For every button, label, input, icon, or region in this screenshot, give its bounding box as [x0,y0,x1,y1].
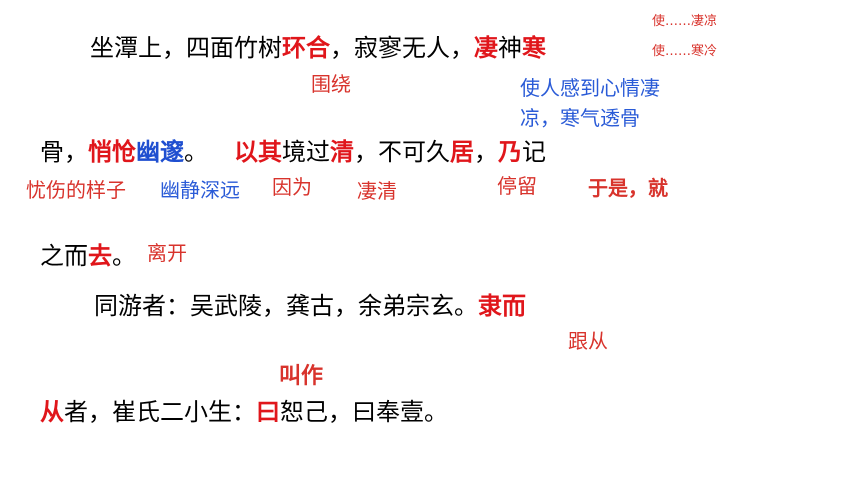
text-segment: 者，崔氏二小生： [64,398,256,426]
text-segment: 。 [112,242,136,270]
text-segment: ，不可久 [354,138,450,166]
note-qihan-line1: 使人感到心情凄 [520,76,660,100]
text-segment: 境过 [282,138,330,166]
note-qingqing: 凄清 [357,179,397,203]
highlight-word: 以其 [234,138,282,166]
note-yushi: 于是，就 [588,176,668,200]
highlight-word: 去 [88,242,112,270]
highlight-word: 隶而 [478,292,526,320]
text-segment: ， [474,138,498,166]
text-segment: 坐潭上，四面竹树 [90,34,282,62]
note-yinwei: 因为 [272,175,312,199]
highlight-word: 曰 [256,398,280,426]
text-segment: 记 [522,138,546,166]
text-line-3: 之而去。 [40,241,136,271]
text-segment: 。 [184,138,208,166]
text-segment: 骨， [40,138,88,166]
text-segment: 神 [498,34,522,62]
note-youshang: 忧伤的样子 [26,178,126,202]
note-qihan-line2: 凉，寒气透骨 [520,106,640,130]
note-shi-qiliang: 使……凄凉 [652,14,718,29]
highlight-word: 清 [330,138,354,166]
note-likai: 离开 [147,241,187,265]
highlight-word: 幽邃 [136,138,184,166]
note-tingliu: 停留 [497,174,537,198]
text-line-2: 骨，悄怆幽邃。以其境过清，不可久居，乃记 [40,137,546,167]
note-gencong: 跟从 [568,329,608,353]
note-weirao: 围绕 [311,72,351,96]
highlight-word: 寒 [522,34,546,62]
highlight-word: 从 [40,398,64,426]
note-youjing: 幽静深远 [160,178,240,202]
text-line-1: 坐潭上，四面竹树环合，寂寥无人，凄神寒 [90,33,546,63]
text-line-4: 同游者：吴武陵，龚古，余弟宗玄。隶而 [94,291,526,321]
text-segment: 恕己，曰奉壹。 [280,398,448,426]
highlight-word: 乃 [498,138,522,166]
highlight-word: 悄怆 [88,138,136,166]
text-segment: 同游者：吴武陵，龚古，余弟宗玄。 [94,292,478,320]
note-shi-hanleng: 使……寒冷 [652,44,718,59]
highlight-word: 凄 [474,34,498,62]
highlight-word: 环合 [282,34,330,62]
text-segment: 之而 [40,242,88,270]
text-line-5: 从者，崔氏二小生：曰恕己，曰奉壹。 [40,397,448,427]
highlight-word: 居 [450,138,474,166]
note-jiaozuo: 叫作 [279,364,324,389]
text-segment: ，寂寥无人， [330,34,474,62]
